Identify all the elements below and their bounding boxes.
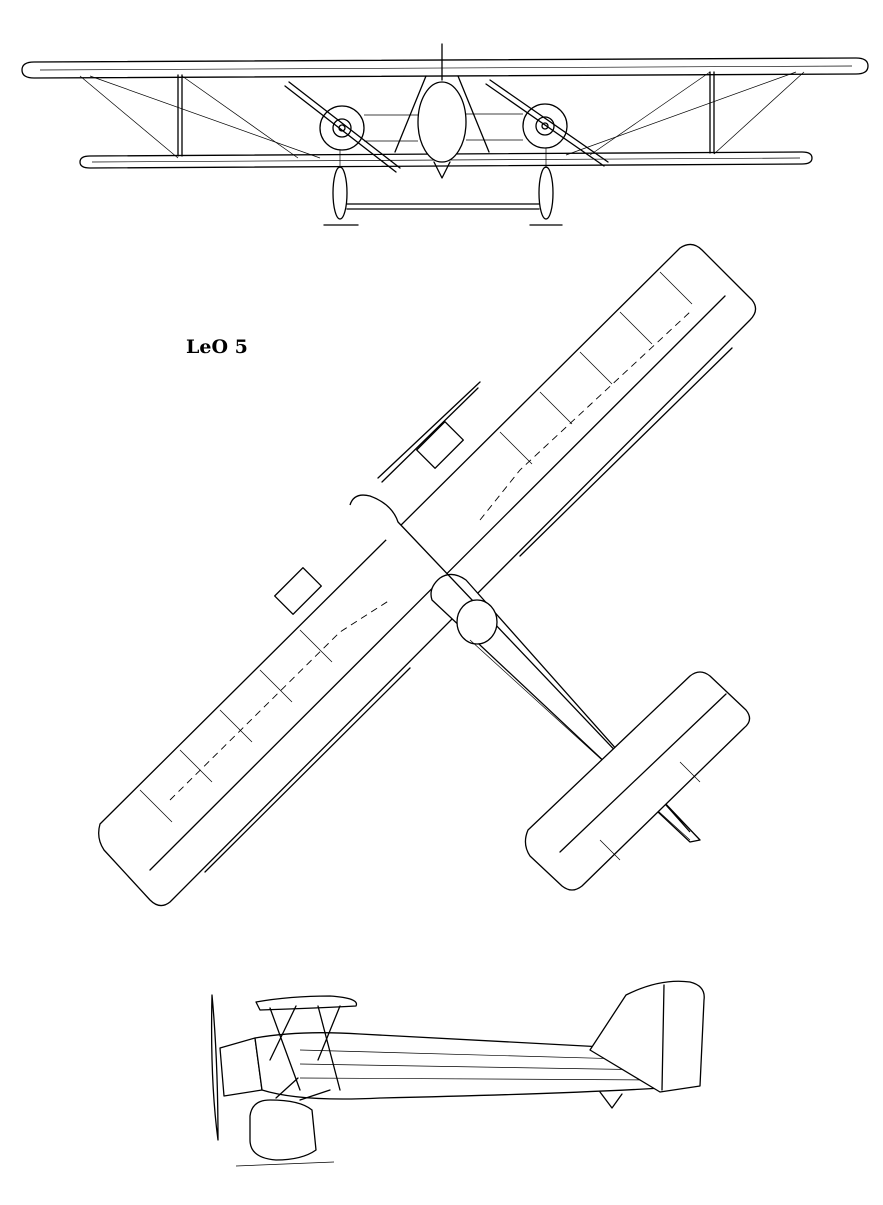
plan-right-engine <box>416 421 464 469</box>
aircraft-title: LeO 5 <box>186 336 248 358</box>
front-left-wheel <box>332 166 348 220</box>
side-wheel <box>249 1099 317 1161</box>
plan-view <box>98 243 757 907</box>
plan-tailplane <box>524 671 751 891</box>
front-left-engine <box>319 105 365 151</box>
front-fuselage <box>417 81 467 163</box>
side-fuselage <box>254 1032 663 1100</box>
side-propeller <box>210 994 219 1141</box>
side-fin-rudder <box>589 980 705 1093</box>
side-view <box>210 980 705 1167</box>
side-upper-wing <box>255 995 358 1011</box>
plan-cockpit <box>456 599 498 645</box>
front-right-wheel <box>538 166 554 220</box>
plan-left-engine <box>274 567 322 615</box>
front-view <box>21 43 869 226</box>
front-right-engine <box>522 103 568 149</box>
